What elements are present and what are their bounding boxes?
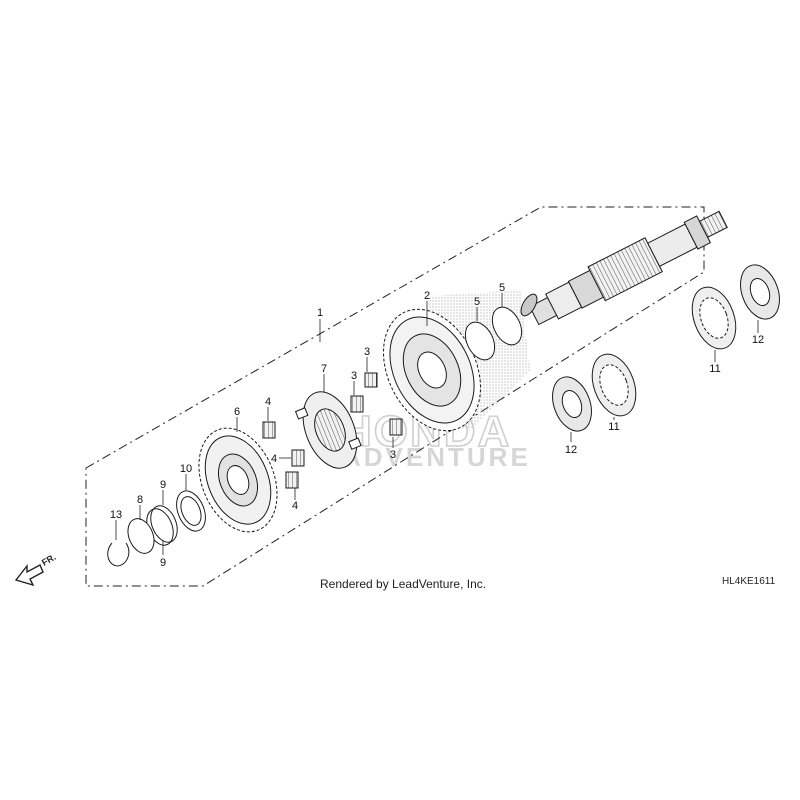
gear-part-6 [198, 427, 278, 533]
callouts: 1 2 3 3 3 4 4 4 5 5 6 7 8 9 9 10 11 11 1… [110, 282, 764, 569]
spring-part-3b [350, 395, 364, 413]
callout-5a: 5 [474, 296, 480, 308]
washer-part-8 [127, 518, 155, 554]
spring-part-4b [291, 449, 305, 467]
watermark-adventure: ADVENTURE [342, 442, 531, 472]
hub-part-7 [294, 391, 362, 469]
countershaft [520, 210, 728, 326]
callout-9a: 9 [160, 479, 166, 491]
leader-lines [115, 293, 759, 555]
bearing-part-12b [552, 376, 592, 432]
front-direction-label: FR. [40, 552, 58, 568]
spring-part-4a [262, 421, 276, 439]
diagram-code: HL4KE1611 [722, 576, 776, 587]
bearing-part-11b [591, 353, 637, 417]
callout-11a: 11 [709, 363, 720, 375]
callout-3c: 3 [390, 449, 396, 461]
callout-9b: 9 [160, 557, 166, 569]
callout-1: 1 [317, 307, 323, 319]
callout-4b: 4 [271, 453, 277, 465]
callout-7: 7 [321, 363, 327, 375]
circlip-part-13 [107, 542, 130, 567]
callout-13: 13 [110, 509, 122, 521]
callout-5b: 5 [499, 282, 505, 294]
callout-12b: 12 [565, 444, 577, 456]
front-arrow-icon [14, 563, 44, 587]
callout-12a: 12 [752, 334, 764, 346]
render-credit: Rendered by LeadVenture, Inc. [320, 577, 486, 591]
callout-3a: 3 [364, 346, 370, 358]
callout-3b: 3 [351, 370, 357, 382]
callout-11b: 11 [608, 421, 619, 433]
spring-part-4c [285, 471, 299, 489]
callout-6: 6 [234, 406, 240, 418]
callout-10: 10 [180, 463, 192, 475]
spring-part-3c [389, 418, 403, 436]
washer-part-10 [176, 490, 206, 532]
callout-4c: 4 [292, 500, 298, 512]
spring-part-3a [364, 372, 378, 388]
callout-8: 8 [137, 494, 143, 506]
washer-part-5a [464, 321, 496, 361]
bearing-part-12a [740, 264, 780, 320]
callout-2: 2 [424, 290, 430, 302]
callout-4a: 4 [265, 396, 271, 408]
washer-part-5b [491, 306, 523, 346]
front-direction-indicator: FR. [14, 552, 58, 587]
bearing-part-11a [691, 286, 737, 350]
